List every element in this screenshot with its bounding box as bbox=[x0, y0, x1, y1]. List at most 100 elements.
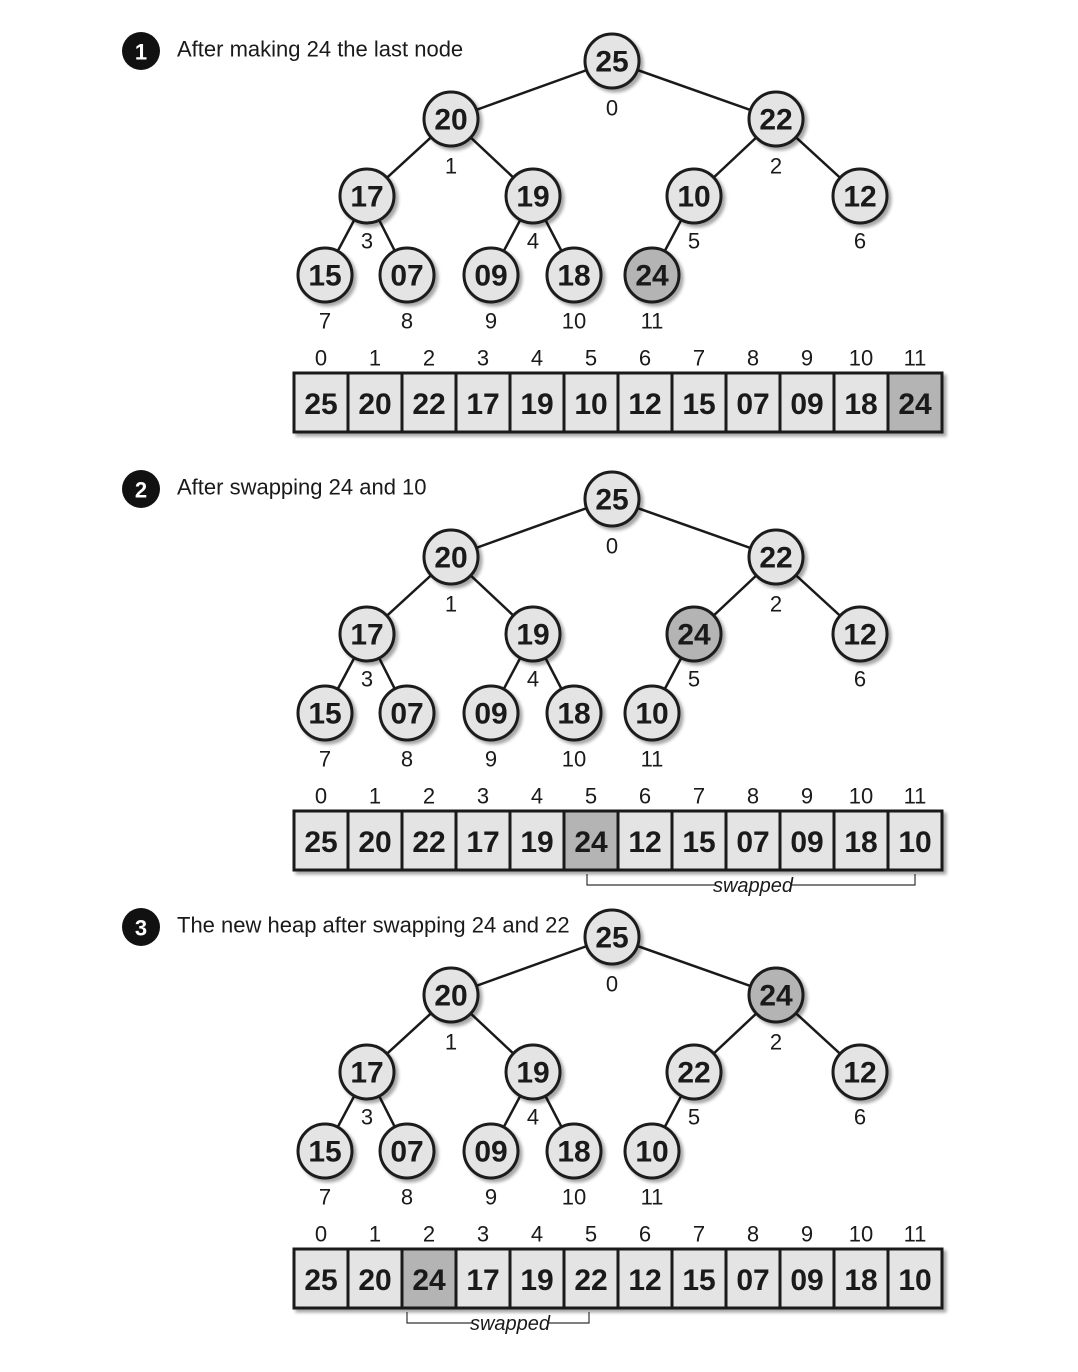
array-index: 3 bbox=[477, 784, 489, 809]
tree-edge bbox=[611, 935, 777, 997]
node-value: 22 bbox=[677, 1057, 710, 1090]
array-value: 17 bbox=[466, 826, 499, 859]
array-cell bbox=[616, 1247, 674, 1310]
swapped-label: swapped bbox=[470, 1313, 551, 1335]
node-index: 4 bbox=[527, 667, 539, 692]
array-cell bbox=[400, 371, 458, 434]
node-index: 9 bbox=[485, 309, 497, 334]
node-index: 0 bbox=[606, 96, 618, 121]
array-index: 10 bbox=[849, 784, 873, 809]
node-value: 20 bbox=[434, 542, 467, 575]
badge-number: 2 bbox=[135, 478, 147, 503]
array-index: 4 bbox=[531, 1222, 543, 1247]
array-cell bbox=[670, 1247, 728, 1310]
node-value: 19 bbox=[516, 181, 549, 214]
node-circle bbox=[545, 1122, 603, 1180]
node-index: 7 bbox=[319, 747, 331, 772]
node-circle bbox=[422, 966, 480, 1024]
node-index: 10 bbox=[562, 1185, 586, 1210]
array-index: 4 bbox=[531, 784, 543, 809]
node-index: 0 bbox=[606, 534, 618, 559]
array-cell bbox=[778, 809, 836, 872]
bracket-line-right bbox=[791, 874, 916, 886]
array-index: 10 bbox=[849, 346, 873, 371]
array-index: 3 bbox=[477, 346, 489, 371]
tree-node: 19 4 bbox=[504, 167, 562, 254]
array-value: 12 bbox=[628, 826, 661, 859]
array-index: 0 bbox=[315, 784, 327, 809]
node-circle bbox=[422, 528, 480, 586]
array-cell bbox=[454, 371, 512, 434]
array-value: 18 bbox=[844, 1264, 877, 1297]
node-value: 10 bbox=[677, 181, 710, 214]
tree-node: 201 bbox=[422, 90, 480, 179]
array-value: 20 bbox=[358, 826, 391, 859]
tree-edge bbox=[611, 497, 777, 559]
node-circle bbox=[462, 1122, 520, 1180]
node-index: 4 bbox=[527, 229, 539, 254]
node-value: 15 bbox=[308, 260, 341, 293]
node-circle bbox=[378, 246, 436, 304]
node-circle bbox=[462, 684, 520, 742]
node-circle bbox=[462, 246, 520, 304]
node-circle bbox=[831, 605, 889, 663]
badge-number: 1 bbox=[135, 40, 147, 65]
tree-node: 173 bbox=[338, 1043, 396, 1130]
array-cell bbox=[292, 1247, 350, 1310]
node-index: 5 bbox=[688, 229, 700, 254]
node-index: 9 bbox=[485, 747, 497, 772]
node-value: 18 bbox=[557, 1136, 590, 1169]
array-cell bbox=[454, 809, 512, 872]
node-value: 18 bbox=[557, 698, 590, 731]
node-circle bbox=[378, 1122, 436, 1180]
array-cell bbox=[346, 809, 404, 872]
tree-node: 173 bbox=[338, 167, 396, 254]
swapped-label: swapped bbox=[713, 875, 794, 897]
badge-circle bbox=[122, 32, 160, 70]
highlighted-node-circle bbox=[665, 605, 723, 663]
node-value: 25 bbox=[595, 46, 628, 79]
node-circle bbox=[504, 167, 562, 225]
node-circle bbox=[378, 684, 436, 742]
node-circle bbox=[545, 684, 603, 742]
node-circle bbox=[831, 1043, 889, 1101]
node-value: 20 bbox=[434, 980, 467, 1013]
array-cell bbox=[724, 371, 782, 434]
array-cell bbox=[400, 809, 458, 872]
node-index: 4 bbox=[527, 1105, 539, 1130]
tree-node: 078 bbox=[378, 246, 436, 334]
tree-node: 078 bbox=[378, 1122, 436, 1210]
badge-circle bbox=[122, 908, 160, 946]
node-circle bbox=[338, 1043, 396, 1101]
tree-node: 194 bbox=[504, 1043, 562, 1130]
tree-edge bbox=[450, 935, 613, 997]
array-cell bbox=[886, 809, 944, 872]
node-value: 22 bbox=[759, 104, 792, 137]
node-index: 11 bbox=[641, 747, 664, 772]
array-value: 15 bbox=[682, 1264, 715, 1297]
node-circle bbox=[623, 684, 681, 742]
array-cell bbox=[616, 371, 674, 434]
array-cell bbox=[832, 1247, 890, 1310]
step-title: After swapping 24 and 10 bbox=[177, 475, 427, 500]
array-value: 09 bbox=[790, 388, 823, 421]
tree-node: 222 bbox=[747, 528, 805, 617]
bracket-line-left bbox=[406, 1312, 472, 1324]
tree-node: 078 bbox=[378, 684, 436, 772]
node-circle bbox=[338, 605, 396, 663]
array-index: 9 bbox=[801, 346, 813, 371]
node-value: 15 bbox=[308, 1136, 341, 1169]
node-value: 17 bbox=[350, 619, 383, 652]
node-index: 8 bbox=[401, 747, 413, 772]
array-index: 7 bbox=[693, 1222, 705, 1247]
array-index: 2 bbox=[423, 1222, 435, 1247]
highlighted-array-cell bbox=[886, 371, 944, 434]
node-index: 0 bbox=[606, 972, 618, 997]
tree-node: 194 bbox=[504, 605, 562, 692]
array-cell bbox=[562, 1247, 620, 1310]
node-value: 25 bbox=[595, 484, 628, 517]
node-circle bbox=[747, 90, 805, 148]
